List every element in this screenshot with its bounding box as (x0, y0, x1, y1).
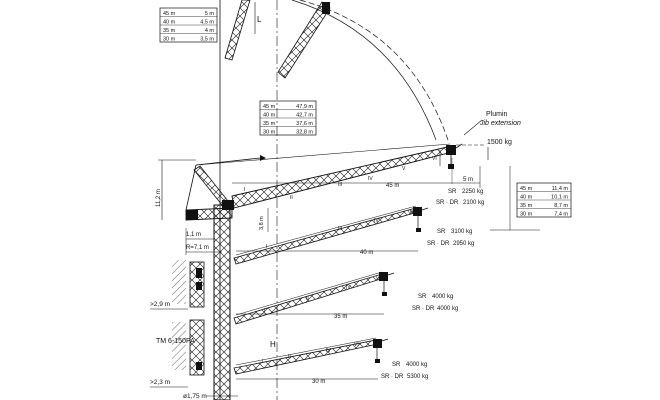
jib45-sec-i: I (244, 187, 245, 193)
main-jib-45 (195, 143, 463, 209)
table-mid-r3c0: 30 m (263, 130, 276, 136)
jib35-sec-iv: IV (346, 285, 351, 291)
jib35-sr-kg: 4000 kg (432, 294, 453, 300)
table-top-r0c1: 5 m (205, 11, 215, 17)
jib-30 (233, 337, 389, 375)
table-mid-r2c1: 37,6 m (296, 121, 313, 127)
ext-length-label: 5 m (463, 177, 473, 183)
jib45-sec-vi: VI (432, 156, 437, 162)
marker-l: L (257, 15, 262, 24)
jib40-sec-vi: VI (408, 210, 413, 216)
jib35-length: 35 m (334, 314, 347, 320)
ground-hatch-upper (172, 260, 186, 304)
arc-inner (291, 0, 437, 141)
table-right-r2c1: 8,7 m (554, 203, 568, 209)
radius-7-1: R=7,1 m (186, 245, 209, 251)
dim-1-75: ø1,75 m (183, 393, 207, 400)
jib45-sr-kg: 2250 kg (462, 189, 483, 195)
jib40-sr: SR (437, 229, 446, 235)
table-top-r1c0: 40 m (163, 20, 176, 26)
table-right-r0c1: 11,4 m (552, 186, 569, 192)
table-right-r0c0: 45 m (520, 186, 533, 192)
jib30-srdr-kg: 5300 kg (407, 374, 428, 380)
climbing-frame-lower (189, 319, 205, 376)
jib40-sec-iv: IV (374, 218, 379, 224)
dim-2-9: >2,9 m (150, 301, 170, 308)
table-mid-r0c0: 45 m (263, 104, 276, 110)
jib30-sr: SR (392, 362, 401, 368)
table-top-r2c1: 4 m (205, 28, 215, 34)
table-right-r1c0: 40 m (520, 195, 533, 201)
jib40-srdr: SR · DR (427, 241, 450, 247)
jib-35 (233, 271, 395, 325)
jib30-length: 30 m (312, 379, 325, 385)
model-label: TM 6-150PA (156, 338, 195, 345)
jib35-sec-vi: VI (376, 276, 381, 282)
jib35-sec-i: I (264, 308, 265, 314)
jib30-sec-ii: II (288, 354, 291, 360)
jib40-sec-i: I (266, 244, 267, 250)
tower-mast (213, 200, 234, 400)
raised-jib-steep (224, 0, 251, 61)
table-mid-r1c0: 40 m (263, 113, 276, 119)
plumin-label: Plumin (486, 111, 508, 118)
jib45-sec-ii: II (290, 195, 293, 201)
jib45-length: 45 m (386, 183, 399, 189)
jib40-sec-iii: III (338, 226, 342, 232)
table-right: 45 m 11,4 m 40 m 10,1 m 35 m 8,7 m 30 m … (516, 182, 572, 218)
table-right-r2c0: 35 m (520, 203, 533, 209)
dim-2-3: >2,3 m (150, 379, 170, 386)
jib-40 (233, 205, 429, 265)
jib40-sr-kg: 3100 kg (451, 229, 472, 235)
jib45-sec-iii: III (338, 182, 342, 188)
table-top-r3c1: 3,5 m (200, 37, 214, 43)
jib45-srdr-kg: 2100 kg (463, 200, 484, 206)
jib45-sec-v: V (402, 166, 406, 172)
table-top-r0c0: 45 m (163, 11, 176, 17)
table-mid-r3c1: 32,8 m (296, 130, 313, 136)
jib30-sr-kg: 4000 kg (406, 362, 427, 368)
raised-jib-mid (277, 1, 331, 79)
table-right-r1c1: 10,1 m (551, 195, 568, 201)
height-11-2: 11,2 m (156, 189, 162, 207)
jib35-srdr-kg: 4000 kg (437, 306, 458, 312)
jib30-sec-i: I (262, 359, 263, 365)
height-h-label: H (270, 340, 276, 349)
height-3-8: 3,8 m (259, 216, 265, 230)
jib35-sec-ii: II (306, 296, 309, 302)
jib30-srdr: SR · DR (381, 374, 404, 380)
jib30-sec-vi: VI (354, 342, 359, 348)
table-mid-r0c1: 47,9 m (296, 104, 313, 110)
table-mid: 45 m 47,9 m 40 m 42,7 m 35 m 37,6 m 30 m… (259, 100, 317, 136)
table-top-r2c0: 35 m (163, 28, 176, 34)
jib40-length: 40 m (360, 250, 373, 256)
jib40-srdr-kg: 2950 kg (453, 241, 474, 247)
jib45-srdr: SR · DR (436, 200, 459, 206)
jib30-sec-iv: IV (326, 348, 331, 354)
dim-1-1: 1,1 m (186, 232, 201, 238)
jib45-sec-iv: IV (368, 176, 373, 182)
jib-extension-label: Jib extension (479, 120, 521, 127)
arc-outer (299, 0, 449, 141)
table-top-r1c1: 4,5 m (200, 20, 214, 26)
jib35-sr: SR (418, 294, 427, 300)
jib45-sr: SR (448, 189, 457, 195)
table-right-r3c0: 30 m (520, 212, 533, 218)
table-top: 45 m 5 m 40 m 4,5 m 35 m 4 m 30 m 3,5 m (159, 7, 218, 43)
ground-hatch-lower (172, 322, 186, 370)
table-mid-r2c0: 35 m (263, 121, 276, 127)
table-mid-r1c1: 42,7 m (296, 113, 313, 119)
jib35-srdr: SR · DR (412, 306, 435, 312)
tip-load-label: 1500 kg (487, 139, 512, 146)
table-right-r3c1: 7,4 m (554, 212, 568, 218)
table-top-r3c0: 30 m (163, 37, 176, 43)
